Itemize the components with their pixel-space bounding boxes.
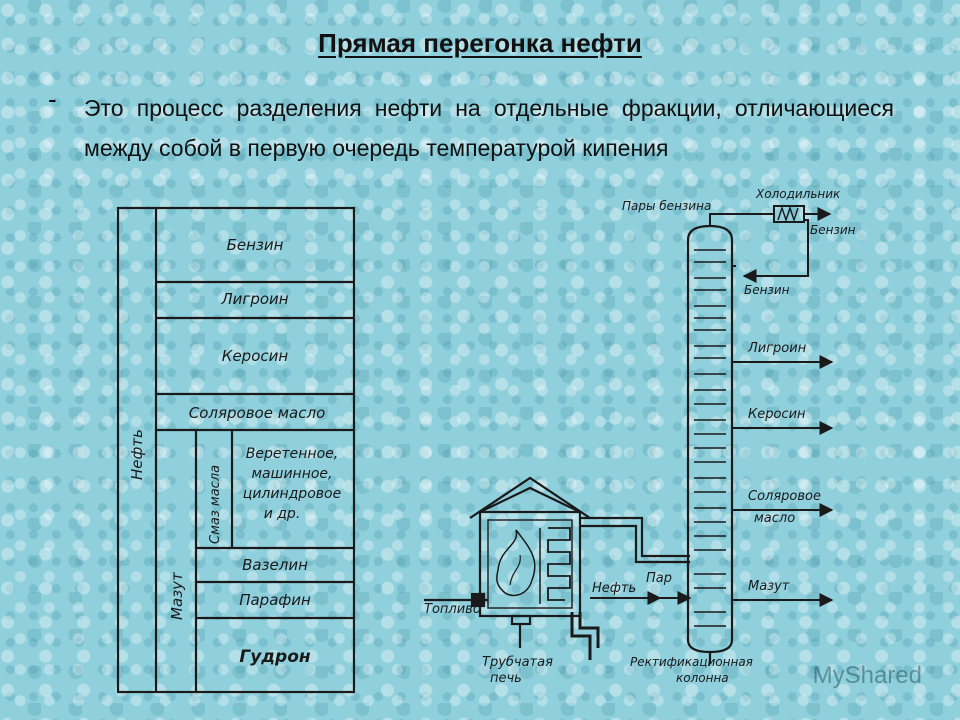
fraction-gasoline: Бензин — [227, 236, 284, 254]
condenser-label: Холодильник — [755, 187, 841, 201]
furnace-label-1: Трубчатая — [482, 655, 553, 670]
fuel-label: Топливо — [424, 602, 481, 617]
fraction-kerosene: Керосин — [222, 347, 289, 365]
oils-detail-3: цилиндровое — [243, 486, 341, 502]
side-outlets — [732, 265, 834, 607]
gasoline-out-label: Бензин — [744, 283, 790, 297]
oils-detail-4: и др. — [264, 506, 301, 522]
column-label-1: Ректификационная — [630, 655, 753, 669]
fraction-solar-oil: Соляровое масло — [189, 404, 326, 422]
furnace-label-2: печь — [490, 671, 522, 686]
fraction-table — [116, 206, 356, 694]
oil-label: Нефть — [128, 429, 146, 480]
definition-text: Это процесс разделения нефти на отдельны… — [84, 95, 894, 161]
fuel-oil-out-label: Мазут — [748, 579, 790, 594]
fraction-vaseline: Вазелин — [242, 556, 308, 574]
fraction-tar: Гудрон — [239, 647, 310, 667]
ligroin-out-label: Лигроин — [747, 341, 807, 356]
solar-oil-out-label-1: Соляровое — [748, 489, 821, 504]
gasoline-vapors-label: Пары бензина — [622, 199, 711, 213]
fraction-paraffin: Парафин — [239, 591, 311, 609]
rectification-column — [686, 224, 734, 664]
oils-detail-2: машинное, — [252, 466, 333, 482]
solar-oil-out-label-2: масло — [754, 511, 795, 526]
mazut-label: Мазут — [168, 571, 186, 620]
lubricant-oils-label: Смаз масла — [208, 465, 223, 544]
watermark: MyShared — [812, 662, 922, 689]
transfer-pipe — [580, 516, 690, 564]
slide-title: Прямая перегонка нефти — [0, 28, 960, 59]
kerosene-out-label: Керосин — [748, 407, 806, 422]
oils-detail-1: Веретенное, — [246, 446, 338, 462]
crude-in-label: Нефть — [592, 581, 636, 596]
bullet-dash: - — [48, 84, 57, 114]
tube-furnace — [424, 476, 600, 660]
steam-label: Пар — [646, 571, 672, 586]
fraction-ligroin: Лигроин — [220, 290, 288, 308]
condenser-line — [709, 205, 832, 283]
column-label-2: колонна — [676, 671, 729, 685]
condenser-out-label: Бензин — [810, 223, 856, 237]
slide-title-text: Прямая перегонка нефти — [318, 28, 642, 58]
